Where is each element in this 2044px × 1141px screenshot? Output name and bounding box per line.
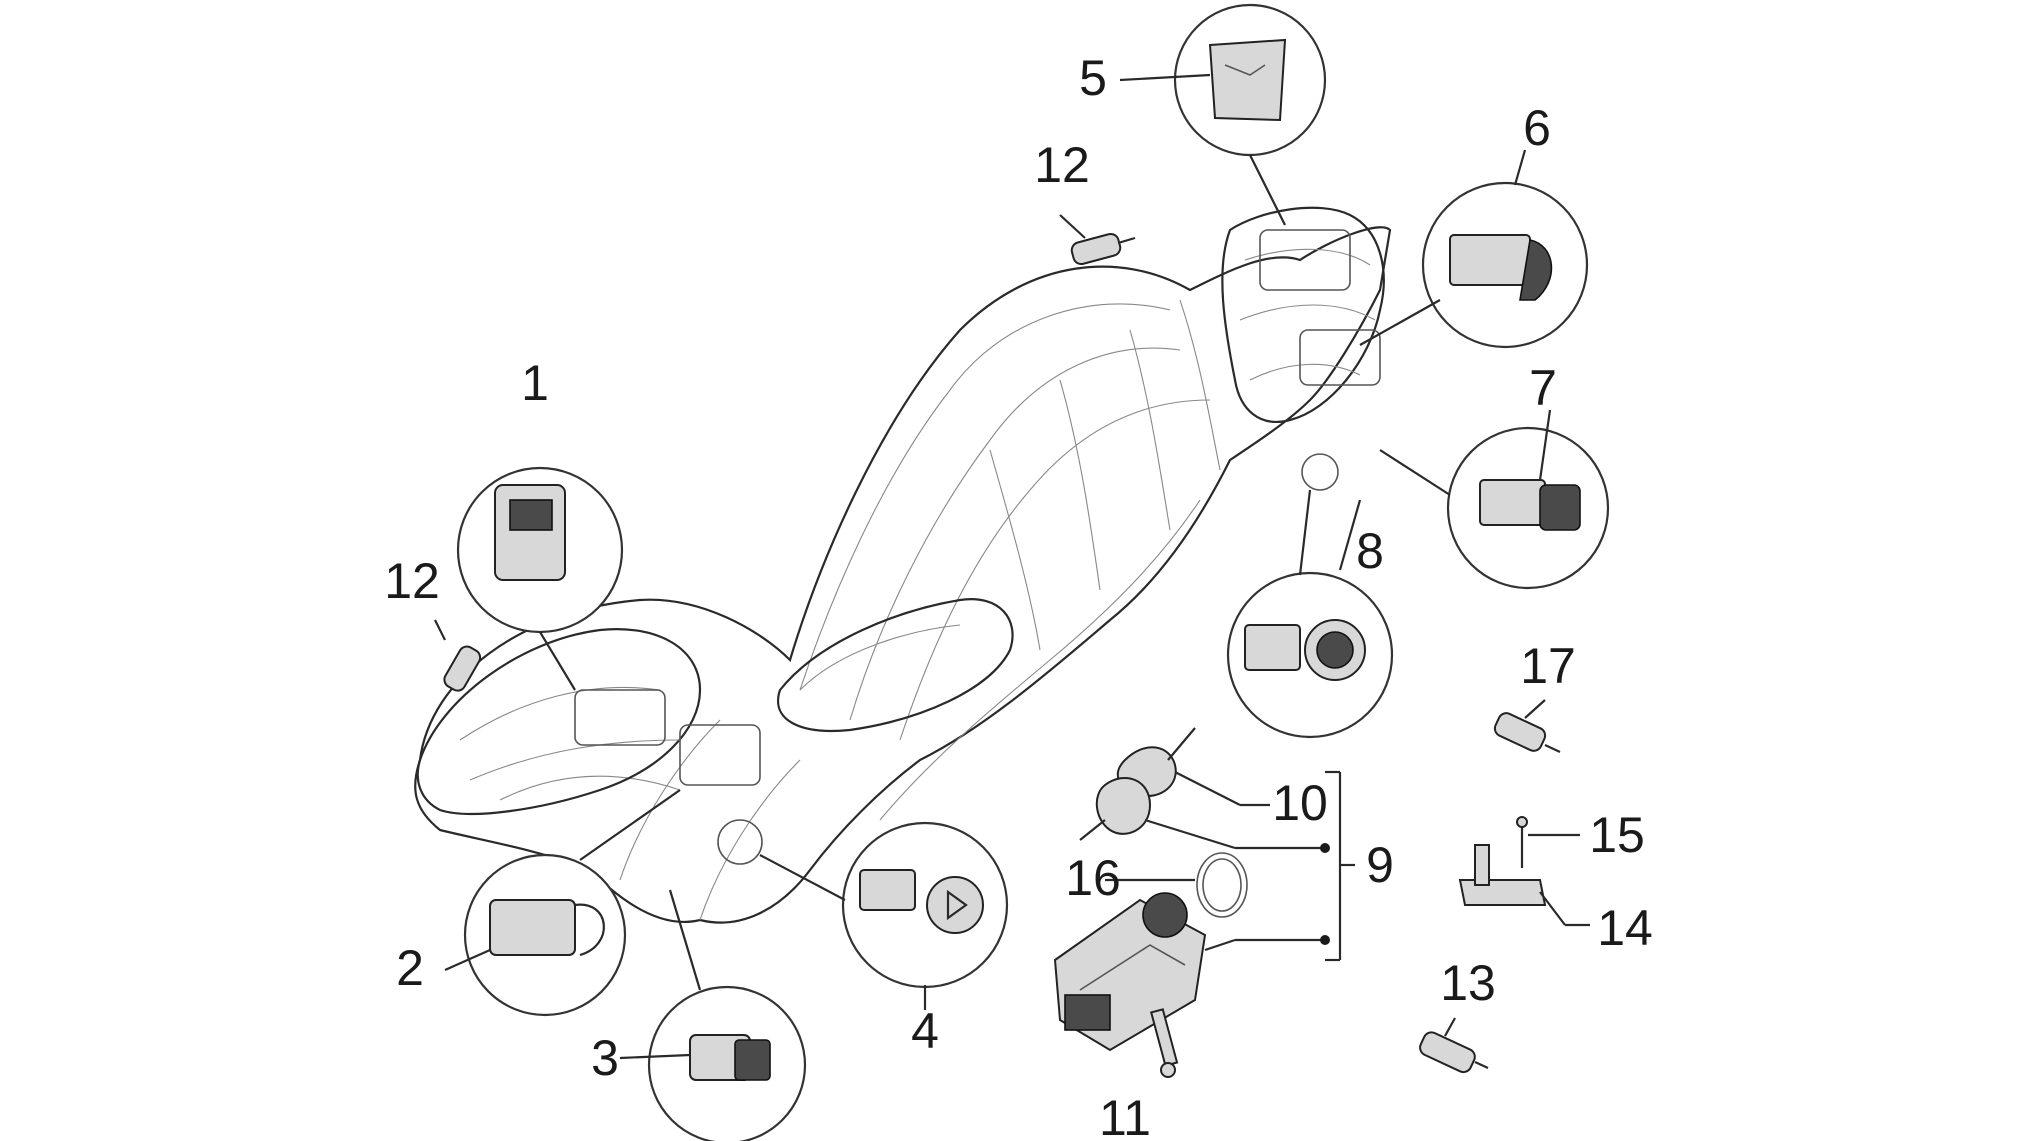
label-part-10: 10 [1272,775,1328,831]
part-12-bulb-top [1059,214,1136,266]
label-part-8: 8 [1356,523,1384,579]
label-part-1: 1 [521,355,549,411]
ignition-lock-assembly [1053,892,1325,1052]
leader-lines [444,149,1552,1060]
label-part-12-left: 12 [384,553,440,609]
part-17-bulb [1493,699,1561,753]
part-15-screw [1516,816,1580,868]
label-part-13: 13 [1440,955,1496,1011]
label-part-16: 16 [1065,850,1121,906]
handlebar-body [414,206,1392,924]
part-3-zoom [647,889,807,1141]
label-part-17: 17 [1520,638,1576,694]
label-part-5: 5 [1079,50,1107,106]
label-part-4: 4 [911,1003,939,1059]
part-13-bulb [1419,1017,1489,1074]
part-2-zoom [463,789,681,1017]
part-12-bulb-left [434,619,482,692]
label-part-14: 14 [1597,900,1653,956]
label-part-15: 15 [1589,807,1645,863]
label-part-9: 9 [1366,837,1394,893]
part-5-zoom [1119,3,1327,226]
label-part-12-top: 12 [1034,137,1090,193]
part-10-keys [1079,727,1325,850]
part-7-zoom [1379,426,1610,590]
part-4-zoom [759,821,1009,989]
part-labels: 1 2 3 4 5 6 7 8 9 10 11 12 12 13 14 15 1… [384,50,1653,1141]
label-part-3: 3 [591,1030,619,1086]
label-part-7: 7 [1529,360,1557,416]
label-part-6: 6 [1523,100,1551,156]
part-1-zoom [456,466,624,691]
part-8-zoom [1226,489,1394,739]
part-16-ring [1196,852,1248,918]
label-part-11: 11 [1099,1090,1151,1141]
label-part-2: 2 [396,940,424,996]
part-6-zoom [1359,181,1589,349]
part-14-bracket [1458,844,1590,927]
part-11-screw [1149,1008,1179,1078]
part-9-bracket [1320,770,1355,962]
